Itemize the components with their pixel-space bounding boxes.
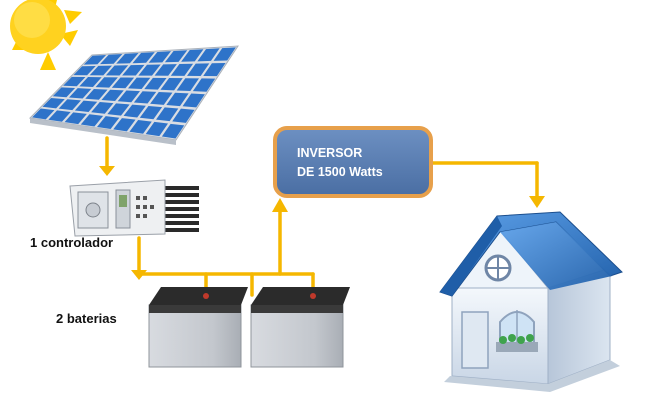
panel-cell [32,108,55,120]
panel-cell [80,114,104,127]
panel-cell [107,103,130,116]
panel-cell [145,121,168,137]
inverter-label-line1: INVERSOR [297,146,362,160]
panel-cell [122,64,145,76]
panel-cell [105,65,129,76]
panel-cell [148,51,171,63]
panel-cell [74,100,98,112]
panel-cell [63,76,86,87]
panel-cell [182,93,205,108]
panel-cell [42,97,65,109]
panel-cell [164,50,188,63]
panel-cell [64,112,87,125]
panel-cell [213,47,236,61]
battery-icon [250,287,350,368]
panel-cell [192,78,216,92]
panel-cell [176,78,199,92]
panel-cell [129,119,152,134]
panel-cell [160,78,183,91]
panel-cell [133,91,157,104]
battery-icon [148,287,248,368]
panel-cell [111,77,135,89]
panel-cell [181,49,204,62]
panel-cell [58,99,81,111]
wire-arrows [99,166,545,280]
wiring [105,136,539,297]
panel-cell [150,92,173,105]
panel-cell [197,48,220,62]
inverter-box: INVERSOR DE 1500 Watts [273,126,433,198]
panel-cell [156,107,179,122]
panel-cell [97,116,120,129]
sun-icon [10,0,82,70]
panel-edge [30,118,176,145]
charge-controller-icon [69,179,199,237]
solar-panel-icon [28,45,239,145]
panel-cell [161,123,185,139]
panel-cell [123,104,146,118]
panel-cell [85,88,108,100]
panel-cell [101,89,124,102]
panel-cell [48,110,71,122]
panel-cell [154,64,177,76]
panel-cell [100,54,123,65]
panel-cell [172,108,195,123]
panel-cell [166,92,189,107]
panel-cell [139,106,163,120]
panel-cell [52,87,76,98]
panel-cell [170,63,194,76]
panel-cell [117,90,140,103]
panel-cell [89,65,112,76]
panel-cell [79,77,102,87]
inverter-label-line2: DE 1500 Watts [297,165,383,179]
panel-cell [83,54,107,65]
panel-cell [132,52,155,64]
controller-label: 1 controlador [30,235,113,250]
panel-cell [187,63,210,76]
panel-cell [95,77,118,88]
panel-cell [138,64,161,76]
panel-cell [69,88,92,99]
panel-cell [128,77,151,89]
panel-cell [91,101,114,114]
panel-cell [113,118,136,132]
batteries-label: 2 baterias [56,311,117,326]
panel-cell [116,53,139,64]
panel-cell [144,77,167,90]
panel-cell [73,65,96,76]
panel-cell [203,62,226,77]
house-icon [439,211,623,392]
